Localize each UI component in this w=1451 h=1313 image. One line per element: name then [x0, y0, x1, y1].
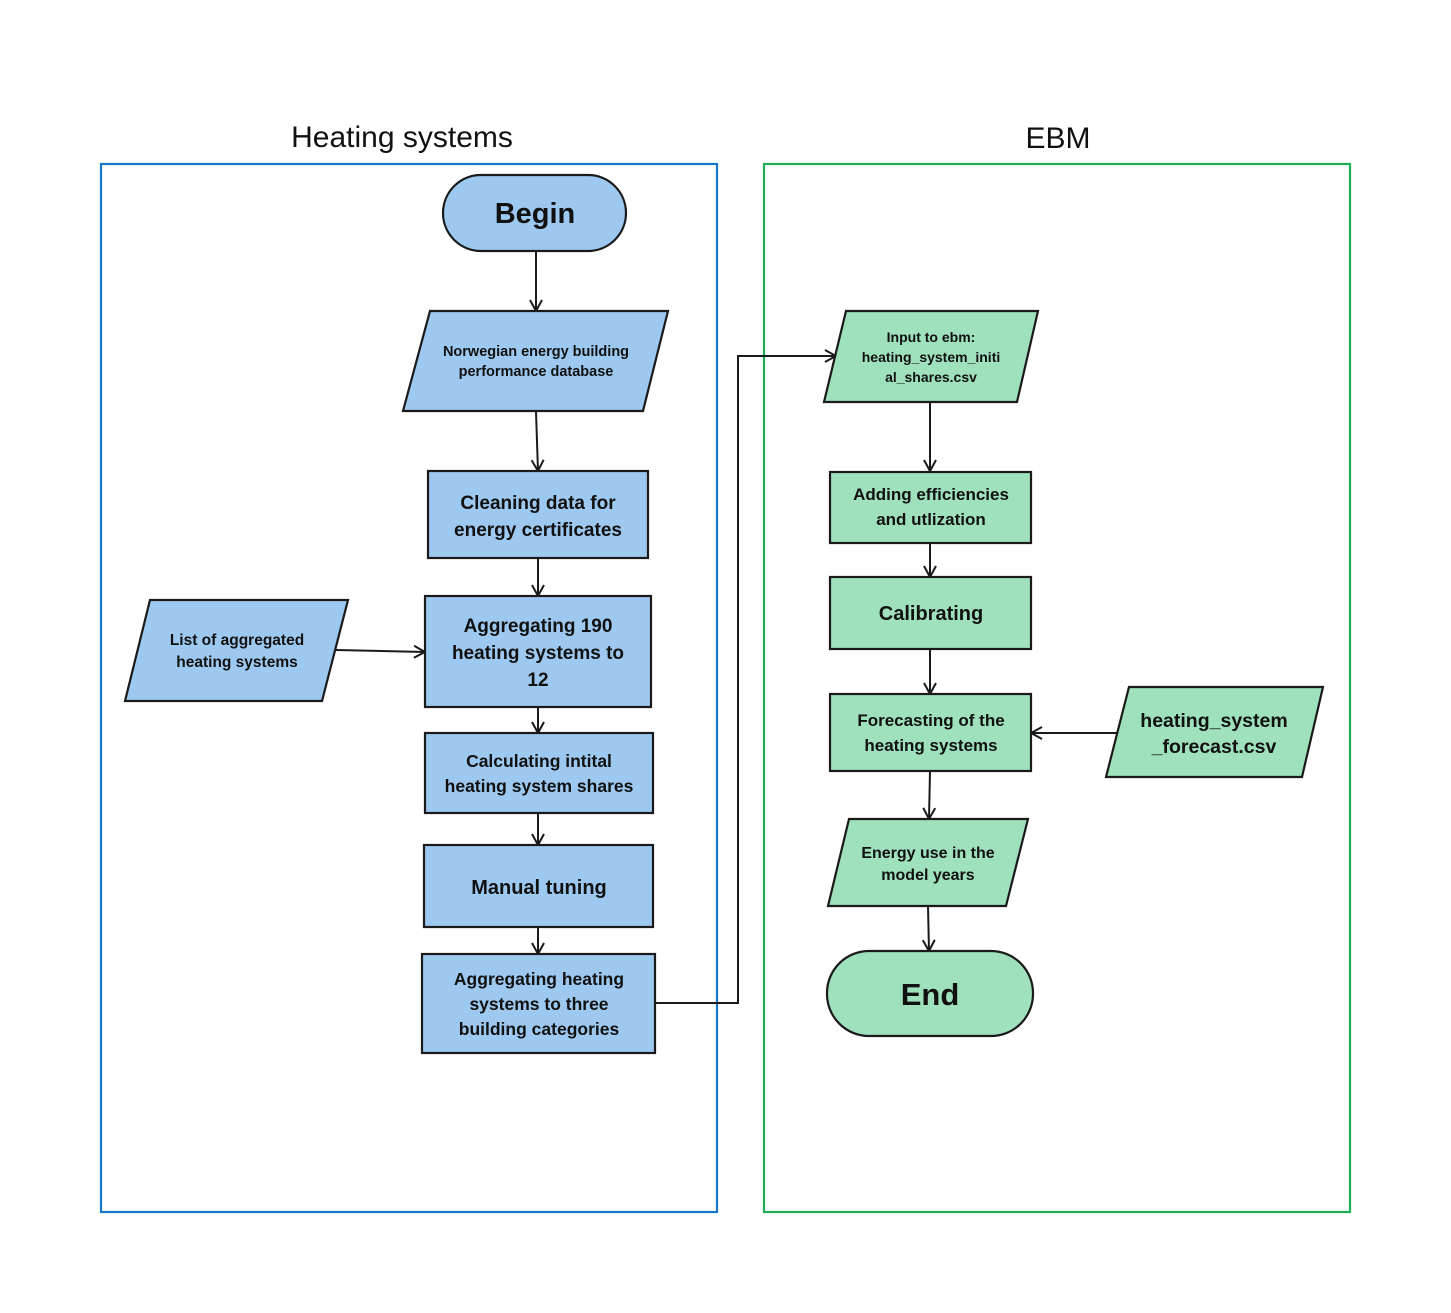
- adding-efficiencies-label-line-1: Adding efficiencies: [853, 485, 1009, 504]
- aggregating-190-process-shape: [423, 594, 653, 709]
- end-terminal-shape: [825, 949, 1035, 1038]
- node-cleaning-data: Cleaning data for energy certificates: [426, 469, 650, 560]
- node-list-of-aggregated-heating-systems: List of aggregated heating systems: [123, 598, 350, 703]
- energy-use-data-shape: [826, 817, 1030, 908]
- node-input-to-ebm: Input to ebm: heating_system_initi al_sh…: [822, 309, 1040, 404]
- edge-aggregating-three-to-input-ebm: [655, 356, 836, 1004]
- node-heating-system-forecast-csv: heating_system _forecast.csv: [1104, 685, 1325, 779]
- input-ebm-data-shape: [822, 309, 1040, 404]
- adding-efficiencies-process-shape: [828, 470, 1033, 545]
- node-aggregating-three-categories: Aggregating heating systems to three bui…: [420, 952, 657, 1055]
- energy-use-label-line-2: model years: [881, 867, 974, 884]
- lane-title-ebm: EBM: [1025, 122, 1090, 155]
- forecast-csv-data-shape: [1104, 685, 1325, 779]
- norwegian-db-data-shape: [401, 309, 670, 413]
- edge-list-aggregated-to-aggregating-190: [335, 650, 425, 652]
- norwegian-db-label-line-2: performance database: [459, 364, 614, 380]
- calibrating-process-shape: [828, 575, 1033, 651]
- calculating-label-line-1: Calculating intital: [466, 751, 612, 771]
- manual-tuning-label: Manual tuning: [471, 877, 607, 899]
- node-manual-tuning: Manual tuning: [422, 843, 655, 929]
- edge-norwegian-db-to-cleaning: [536, 411, 538, 471]
- ebm-lane: [762, 162, 1352, 1214]
- input-ebm-label-line-2: heating_system_initi: [862, 349, 1001, 365]
- aggregating-190-label-line-1: Aggregating 190: [464, 616, 613, 637]
- calculating-label-line-2: heating system shares: [445, 776, 634, 796]
- node-forecasting: Forecasting of the heating systems: [828, 692, 1033, 773]
- node-calculating-initial-shares: Calculating intital heating system share…: [423, 731, 655, 815]
- forecast-csv-label-line-1: heating_system: [1140, 710, 1287, 732]
- forecasting-label-line-1: Forecasting of the: [857, 711, 1004, 730]
- node-calibrating: Calibrating: [828, 575, 1033, 651]
- cleaning-process-shape: [426, 469, 650, 560]
- aggregating-190-label-line-3: 12: [527, 670, 548, 691]
- energy-use-label-line-1: Energy use in the: [861, 845, 994, 862]
- begin-label: Begin: [495, 198, 576, 230]
- node-aggregating-190: Aggregating 190 heating systems to 12: [423, 594, 653, 709]
- input-ebm-label-line-3: al_shares.csv: [885, 369, 977, 385]
- heating-systems-lane: [99, 162, 719, 1214]
- aggregating-three-label-line-2: systems to three: [469, 994, 608, 1014]
- lane-title-heating-systems: Heating systems: [291, 121, 513, 154]
- begin-terminal-shape: [441, 173, 628, 253]
- list-aggregated-label-line-2: heating systems: [176, 654, 297, 671]
- aggregating-three-label-line-1: Aggregating heating: [454, 969, 624, 989]
- node-end: End: [825, 949, 1035, 1038]
- cleaning-label-line-1: Cleaning data for: [460, 493, 616, 514]
- end-label: End: [901, 977, 960, 1012]
- list-aggregated-data-shape: [123, 598, 350, 703]
- calibrating-label: Calibrating: [879, 603, 983, 625]
- edge-forecasting-to-energy-use: [929, 770, 930, 819]
- adding-efficiencies-label-line-2: and utlization: [876, 510, 986, 529]
- norwegian-db-label-line-1: Norwegian energy building: [443, 344, 629, 360]
- node-energy-use-model-years: Energy use in the model years: [826, 817, 1030, 908]
- forecasting-label-line-2: heating systems: [864, 736, 997, 755]
- input-ebm-label-line-1: Input to ebm:: [887, 329, 976, 345]
- aggregating-three-process-shape: [420, 952, 657, 1055]
- manual-tuning-process-shape: [422, 843, 655, 929]
- forecast-csv-label-line-2: _forecast.csv: [1151, 736, 1277, 758]
- node-begin: Begin: [441, 173, 628, 253]
- cleaning-label-line-2: energy certificates: [454, 520, 622, 541]
- forecasting-process-shape: [828, 692, 1033, 773]
- node-adding-efficiencies: Adding efficiencies and utlization: [828, 470, 1033, 545]
- calculating-process-shape: [423, 731, 655, 815]
- aggregating-190-label-line-2: heating systems to: [452, 643, 624, 664]
- list-aggregated-label-line-1: List of aggregated: [170, 632, 304, 649]
- edge-energy-use-to-end: [928, 905, 929, 951]
- aggregating-three-label-line-3: building categories: [459, 1019, 620, 1039]
- node-norwegian-energy-building-database: Norwegian energy building performance da…: [401, 309, 670, 413]
